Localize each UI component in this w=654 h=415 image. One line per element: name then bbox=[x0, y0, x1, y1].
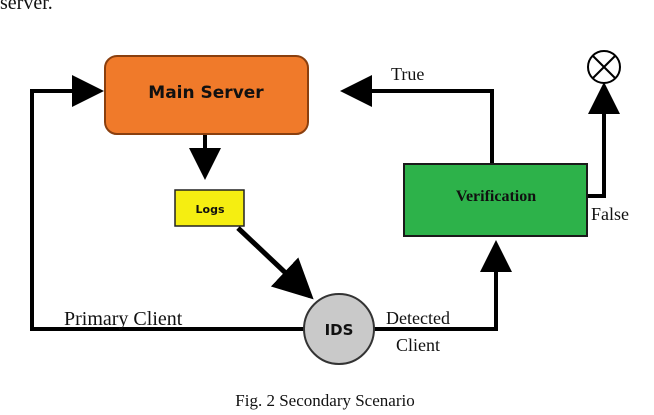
edge-verification-to-reject-false bbox=[586, 82, 620, 198]
verification-label: Verification bbox=[456, 188, 536, 205]
logs-node bbox=[174, 189, 245, 227]
top-text-fragment: server. bbox=[0, 0, 53, 14]
edge-logs-to-ids bbox=[236, 226, 314, 300]
figure-caption: Fig. 2 Secondary Scenario bbox=[235, 391, 414, 410]
main-server-label: Main Server bbox=[148, 83, 264, 103]
detected-label: Detected bbox=[386, 308, 450, 328]
ids-label: IDS bbox=[325, 321, 354, 339]
false-label: False bbox=[591, 204, 629, 224]
logs-label: Logs bbox=[196, 203, 225, 216]
edge-ids-to-verification bbox=[372, 240, 512, 331]
edge-verification-to-main-true bbox=[340, 75, 494, 164]
reject-x-icon bbox=[587, 50, 621, 84]
client-label: Client bbox=[396, 335, 440, 355]
verification-node bbox=[403, 163, 588, 237]
primary-client-label: Primary Client bbox=[64, 308, 183, 330]
true-label: True bbox=[391, 64, 424, 84]
edge-primary-client-loop bbox=[30, 75, 306, 331]
ids-node bbox=[303, 293, 375, 365]
main-server-node bbox=[104, 55, 309, 135]
